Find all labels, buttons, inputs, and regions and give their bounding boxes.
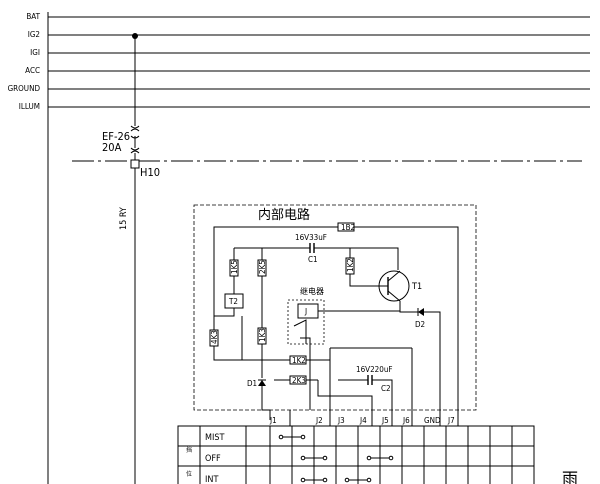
- rail-label-acc: ACC: [25, 66, 40, 75]
- feed-wire: EF-26 20A: [102, 33, 140, 161]
- cap-c1-name: C1: [308, 255, 318, 264]
- rail-label-bat: BAT: [26, 12, 40, 21]
- relay-label: 继电器: [300, 286, 324, 296]
- svg-text:4K3: 4K3: [210, 330, 219, 344]
- diode-d1-label: D1: [247, 379, 257, 388]
- corner-glyph: 雨: [562, 469, 578, 484]
- transistor-t1-label: T1: [411, 282, 422, 292]
- rail-label-ground: GROUND: [8, 84, 41, 93]
- svg-text:1K2: 1K2: [346, 258, 355, 272]
- pin-j1: J1: [269, 416, 277, 425]
- svg-text:1K3: 1K3: [258, 328, 267, 342]
- internal-circuit-title: 内部电路: [258, 207, 310, 223]
- fuse-symbol-lower: [130, 147, 140, 154]
- rail-label-ig2: IG2: [28, 30, 40, 39]
- pin-j4: J4: [359, 416, 367, 425]
- rail-label-ig1: IGI: [30, 48, 40, 57]
- pin-j6: J6: [402, 416, 410, 425]
- rail-label-illum: ILLUM: [19, 102, 40, 111]
- cap-c2-spec: 16V220uF: [356, 365, 393, 374]
- svg-text:1K2: 1K2: [292, 356, 306, 365]
- switch-row-off: OFF: [205, 454, 221, 464]
- svg-text:1K5: 1K5: [230, 260, 239, 274]
- diode-d2-label: D2: [415, 320, 425, 329]
- svg-text:2K3: 2K3: [292, 376, 306, 385]
- switch-table: 挡 位 MIST OFF INT: [177, 425, 535, 484]
- fuse-rating: 20A: [102, 141, 122, 154]
- wire-label: 15 RY: [119, 207, 129, 230]
- switch-side-label: 位: [186, 470, 192, 478]
- switch-row-int: INT: [205, 475, 218, 484]
- internal-circuit-border: [193, 204, 477, 411]
- switch-group-label: 挡: [186, 446, 192, 454]
- diode-d2: [418, 308, 424, 316]
- transistor-t2-label: T2: [228, 297, 238, 306]
- fuse-name: EF-26: [102, 130, 130, 143]
- pin-j2: J2: [315, 416, 323, 425]
- resistor-1b2-label: 1B2: [341, 223, 355, 232]
- pin-labels: J1 J2 J3 J4 J5 J6 GND J7: [269, 410, 459, 426]
- connector-h10: H10 15 RY: [72, 159, 582, 484]
- power-rails: BAT IG2 IGI ACC GROUND ILLUM: [8, 12, 590, 484]
- svg-text:2K5: 2K5: [258, 260, 267, 274]
- switch-row-mist: MIST: [205, 433, 225, 443]
- relay-code: J: [304, 307, 307, 316]
- pin-gnd: GND: [424, 416, 441, 425]
- connector-label: H10: [140, 166, 160, 179]
- connector-box: [130, 159, 140, 169]
- diode-d1: [258, 380, 266, 386]
- pin-j5: J5: [381, 416, 389, 425]
- pin-j7: J7: [447, 416, 455, 425]
- pin-j3: J3: [337, 416, 345, 425]
- cap-c2-name: C2: [381, 384, 391, 393]
- relay-coil: [297, 303, 319, 319]
- switch-table-border: [177, 425, 535, 484]
- internal-circuit: 内部电路 1B2 16V33uF C1 1K5 2K5 1K2 T1: [193, 204, 477, 420]
- cap-c1-spec: 16V33uF: [295, 233, 327, 242]
